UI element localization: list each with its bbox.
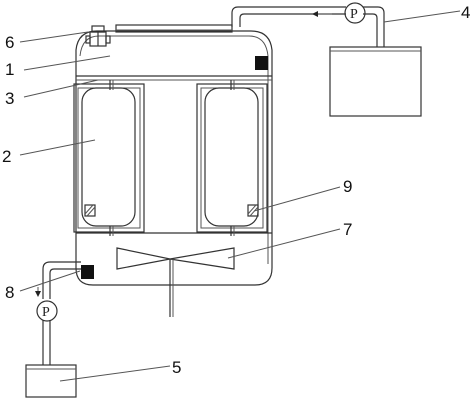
inlet-pipe <box>231 6 385 47</box>
left-sensor-pad <box>84 204 96 217</box>
left-culture-bag <box>81 87 136 227</box>
left-holder <box>73 80 145 236</box>
leader-1 <box>23 55 111 71</box>
inlet-flow-arrowhead <box>312 11 318 17</box>
vent-valve <box>85 25 111 47</box>
label-6: 6 <box>5 33 14 52</box>
right-holder-frame <box>196 83 268 233</box>
label-1: 1 <box>5 60 14 79</box>
label-5: 5 <box>172 358 181 377</box>
pump-top-symbol: P <box>350 7 358 22</box>
label-2: 2 <box>2 147 11 166</box>
tank-inner-wall <box>79 35 269 264</box>
outlet-pipe <box>35 261 81 365</box>
leader-4 <box>383 10 461 23</box>
leader-9 <box>253 186 341 212</box>
pump-bottom: P <box>36 300 58 322</box>
leader-5 <box>59 365 171 382</box>
leader-2 <box>19 139 96 156</box>
tank <box>75 24 273 286</box>
left-holder-frame-inner <box>77 87 141 229</box>
pump-bottom-symbol: P <box>42 305 50 320</box>
label-9: 9 <box>343 177 352 196</box>
leader-7 <box>227 228 341 259</box>
outlet-flow-arrowhead <box>35 291 41 297</box>
upper-level-sensor <box>255 56 268 70</box>
label-8: 8 <box>5 283 14 302</box>
left-holder-frame <box>73 83 145 233</box>
lower-level-sensor <box>81 265 94 279</box>
leader-8 <box>19 270 81 292</box>
tank-body <box>75 30 273 286</box>
right-holder <box>196 80 268 236</box>
leader-6 <box>19 31 89 43</box>
right-sensor-pad <box>247 204 259 217</box>
tank-lid <box>115 24 233 33</box>
leader-lines <box>19 10 461 382</box>
label-4: 4 <box>461 3 470 22</box>
label-7: 7 <box>343 220 352 239</box>
label-3: 3 <box>5 89 14 108</box>
pump-top: P <box>344 2 366 24</box>
impeller-blades <box>116 247 235 270</box>
supply-tank <box>329 46 422 117</box>
impeller <box>116 247 235 317</box>
collection-tank <box>25 364 77 398</box>
leader-3 <box>23 79 99 98</box>
